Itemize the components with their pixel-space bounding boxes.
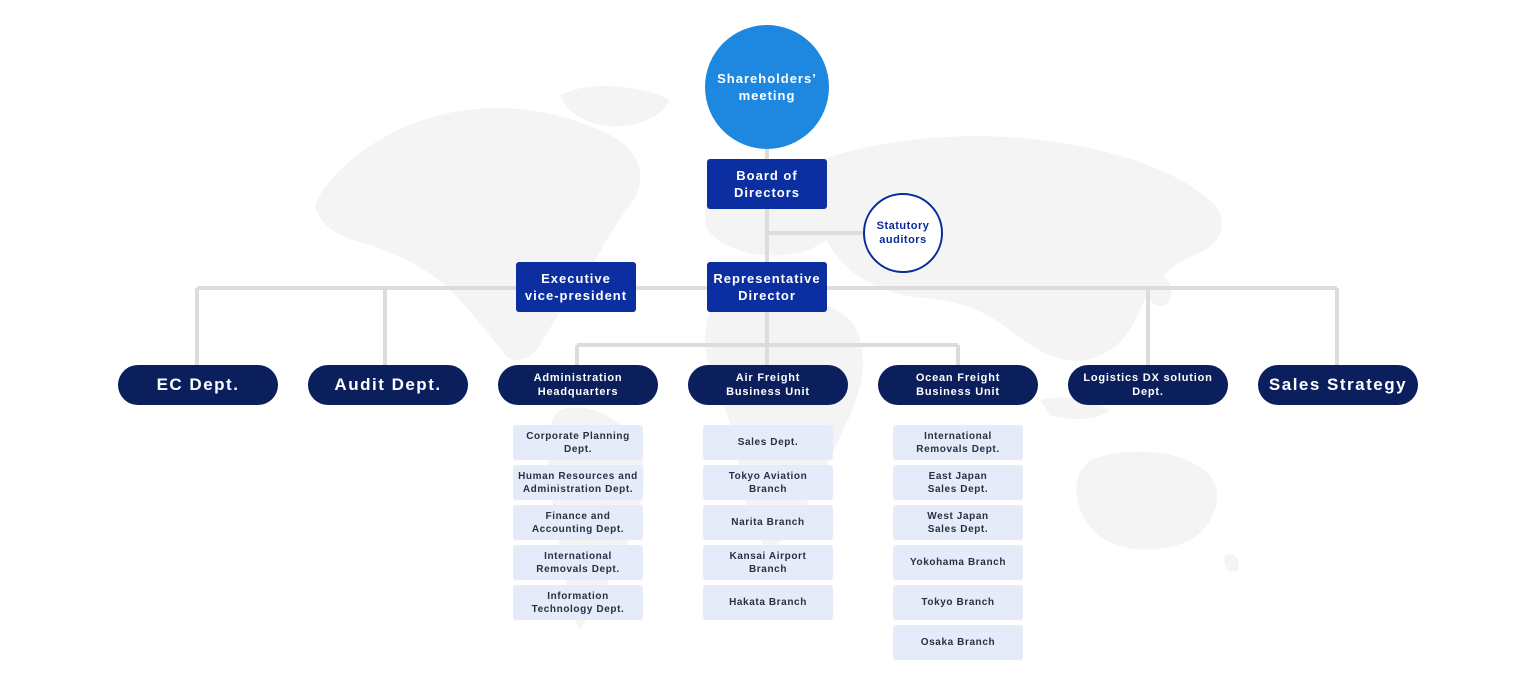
ocean-sub-unit: Tokyo Branch [893, 585, 1023, 620]
air-freight-unit-node: Air Freight Business Unit [688, 365, 848, 405]
shareholders-meeting-node: Shareholders’ meeting [705, 25, 829, 149]
air-sub-unit: Tokyo Aviation Branch [703, 465, 833, 500]
ocean-sub-unit: West Japan Sales Dept. [893, 505, 1023, 540]
audit-dept-node: Audit Dept. [308, 365, 468, 405]
admin-sub-unit: International Removals Dept. [513, 545, 643, 580]
air-sub-unit: Kansai Airport Branch [703, 545, 833, 580]
ocean-sub-unit: Osaka Branch [893, 625, 1023, 660]
admin-sub-unit: Finance and Accounting Dept. [513, 505, 643, 540]
statutory-auditors-node: Statutory auditors [863, 193, 943, 273]
ocean-sub-unit: Yokohama Branch [893, 545, 1023, 580]
admin-sub-unit: Information Technology Dept. [513, 585, 643, 620]
board-of-directors-node: Board of Directors [707, 159, 827, 209]
ocean-sub-unit: International Removals Dept. [893, 425, 1023, 460]
executive-vice-president-node: Executive vice-president [516, 262, 636, 312]
admin-sub-unit: Human Resources and Administration Dept. [513, 465, 643, 500]
air-sub-unit: Hakata Branch [703, 585, 833, 620]
logistics-dx-dept-node: Logistics DX solution Dept. [1068, 365, 1228, 405]
representative-director-node: Representative Director [707, 262, 827, 312]
administration-hq-node: Administration Headquarters [498, 365, 658, 405]
admin-sub-unit: Corporate Planning Dept. [513, 425, 643, 460]
air-sub-unit: Sales Dept. [703, 425, 833, 460]
ocean-freight-unit-node: Ocean Freight Business Unit [878, 365, 1038, 405]
ocean-sub-unit: East Japan Sales Dept. [893, 465, 1023, 500]
air-sub-unit: Narita Branch [703, 505, 833, 540]
sales-strategy-node: Sales Strategy [1258, 365, 1418, 405]
ec-dept-node: EC Dept. [118, 365, 278, 405]
